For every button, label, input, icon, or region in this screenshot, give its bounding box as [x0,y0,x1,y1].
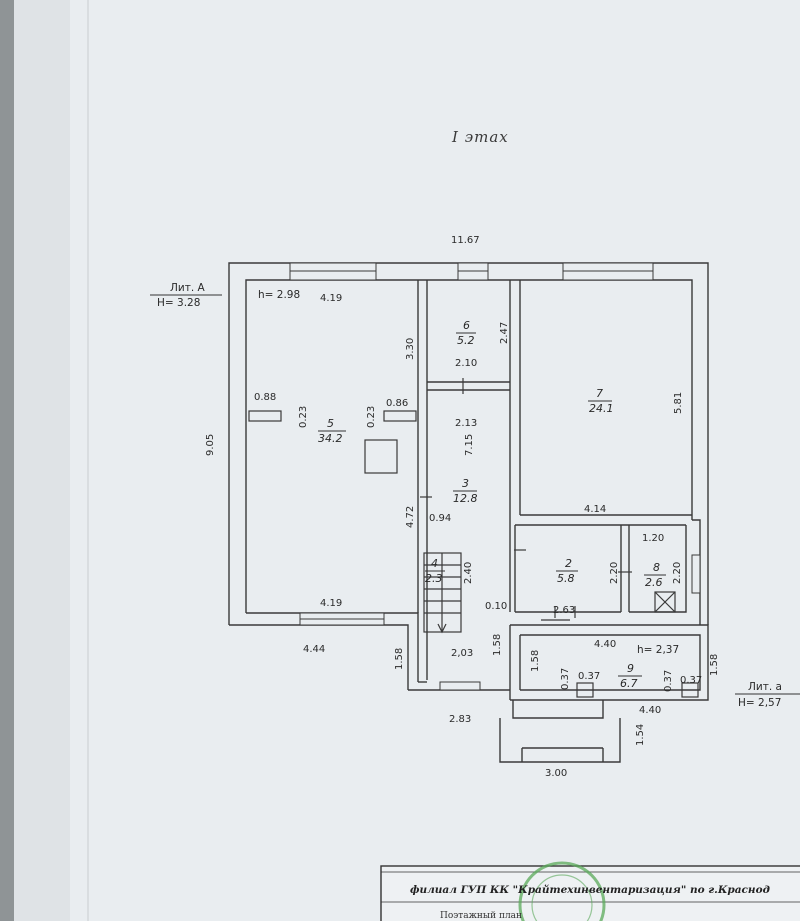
svg-text:4.40: 4.40 [594,639,616,650]
svg-text:0.86: 0.86 [386,398,408,409]
svg-text:1.58: 1.58 [709,654,720,676]
windows [289,262,701,691]
svg-text:0.23: 0.23 [298,406,309,428]
svg-text:0.94: 0.94 [429,513,451,524]
svg-text:12.8: 12.8 [453,492,478,505]
svg-text:5.8: 5.8 [557,572,575,585]
svg-text:2.10: 2.10 [455,358,477,369]
room-3: 3 12.8 [453,477,478,505]
room-5: 5 34.2 [318,417,346,445]
svg-text:34.2: 34.2 [318,432,343,445]
svg-text:24.1: 24.1 [589,402,614,415]
svg-text:1.58: 1.58 [394,648,405,670]
svg-text:7: 7 [596,387,603,400]
svg-text:8: 8 [653,561,660,574]
svg-text:4.44: 4.44 [303,644,325,655]
room-8: 8 2.6 [644,561,666,589]
svg-text:11.67: 11.67 [451,235,480,246]
svg-text:0.37: 0.37 [560,668,571,690]
svg-text:2.6: 2.6 [645,576,663,589]
svg-text:3: 3 [462,477,469,490]
svg-text:4.72: 4.72 [405,506,416,528]
vertical-dimension-labels: 9.05 0.23 0.23 3.30 2.47 7.15 4.72 2.40 … [205,322,720,746]
room-4: 4 2.3 [425,557,445,585]
svg-text:2.47: 2.47 [499,322,510,344]
svg-text:1.58: 1.58 [492,634,503,656]
lit-a-height: H= 3.28 [157,297,200,309]
title-block: филиал ГУП КК "Крайтехинвентаризация" по… [380,861,800,921]
svg-text:0.37: 0.37 [680,675,702,686]
interior-details [248,378,699,698]
svg-text:4: 4 [431,557,438,570]
svg-text:7.15: 7.15 [464,434,475,456]
svg-text:2: 2 [565,557,572,570]
svg-text:2.63: 2.63 [553,605,575,616]
svg-text:0.37: 0.37 [578,671,600,682]
dimension-labels: 11.67 4.19 4.19 0.88 0.86 2.10 2.13 0.94… [254,235,702,779]
paper-sheet [70,0,800,921]
svg-text:1.58: 1.58 [530,650,541,672]
svg-text:2.40: 2.40 [463,562,474,584]
svg-text:4.19: 4.19 [320,598,342,609]
svg-text:3.30: 3.30 [405,338,416,360]
svg-text:2.3: 2.3 [425,572,443,585]
svg-text:9.05: 9.05 [205,434,216,456]
room-6: 6 5.2 [456,319,476,347]
svg-text:2.83: 2.83 [449,714,471,725]
svg-text:2.20: 2.20 [609,562,620,584]
lit-a-label: Лит. А [170,282,206,294]
svg-text:2.13: 2.13 [455,418,477,429]
room-9: 9 6.7 [618,662,642,690]
stamp-line-2: Поэтажный план [440,911,522,921]
svg-text:6.7: 6.7 [620,677,638,690]
svg-text:0.88: 0.88 [254,392,276,403]
svg-text:6: 6 [463,319,470,332]
room-7: 7 24.1 [588,387,614,415]
floor-title: I этах [451,128,509,146]
lit-a-small-label: Лит. а [748,681,782,693]
svg-text:0.10: 0.10 [485,601,507,612]
svg-text:9: 9 [627,662,634,675]
svg-text:0.37: 0.37 [663,670,674,692]
svg-text:2.20: 2.20 [672,562,683,584]
svg-text:1.54: 1.54 [635,724,646,746]
walls [228,262,709,763]
svg-text:5.81: 5.81 [673,392,684,414]
svg-text:2,03: 2,03 [451,648,473,659]
svg-text:4.40: 4.40 [639,705,661,716]
svg-text:3.00: 3.00 [545,768,567,779]
lit-a-small-height: H= 2,57 [738,697,781,709]
svg-text:5: 5 [327,417,334,430]
svg-text:5.2: 5.2 [457,334,475,347]
ceiling-height-main: h= 2.98 [258,289,300,301]
ceiling-height-annex: h= 2,37 [637,644,679,656]
room-2: 2 5.8 [556,557,578,585]
stamp-line-1: филиал ГУП КК "Крайтехинвентаризация" по… [410,883,770,896]
svg-text:4.19: 4.19 [320,293,342,304]
svg-text:4.14: 4.14 [584,504,606,515]
svg-text:1.20: 1.20 [642,533,664,544]
official-seal [518,861,606,921]
svg-text:0.23: 0.23 [366,406,377,428]
